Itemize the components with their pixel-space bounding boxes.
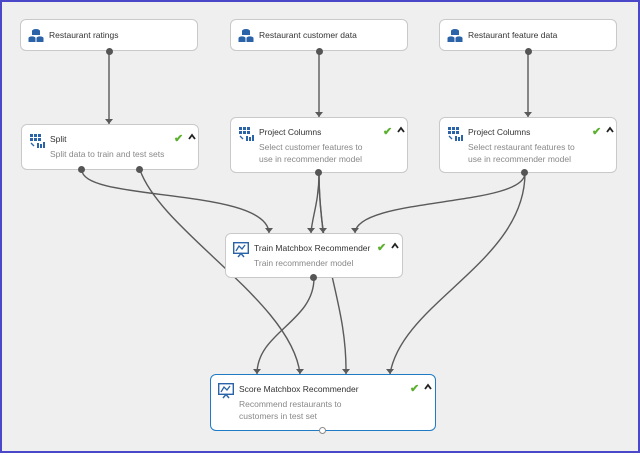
node-title: Restaurant feature data (468, 30, 558, 40)
module-project-columns-customer[interactable]: Project Columns Select customer features… (230, 117, 408, 173)
arrowhead (253, 369, 261, 374)
database-icon (447, 28, 463, 46)
monitor-chart-icon (232, 241, 250, 260)
node-description: Split data to train and test sets (50, 149, 165, 159)
node-title: Project Columns (468, 127, 531, 137)
module-split[interactable]: Split Split data to train and test sets … (21, 124, 199, 170)
chevron-up-icon[interactable] (390, 242, 402, 252)
project-restaurant-output-port[interactable] (521, 169, 528, 176)
arrowhead (524, 112, 532, 117)
arrowhead (105, 119, 113, 124)
description-line: customers in test set (239, 411, 317, 421)
output-port[interactable] (319, 427, 326, 434)
checkmark-icon: ✔ (377, 242, 387, 254)
checkmark-icon: ✔ (410, 383, 420, 395)
wire-project-restaurant-to-score (389, 172, 526, 375)
output-port[interactable] (316, 48, 323, 55)
node-description: Train recommender model (254, 258, 354, 268)
module-train-matchbox-recommender[interactable]: Train Matchbox Recommender Train recomme… (225, 233, 403, 278)
description-line: Select restaurant features to (468, 142, 575, 152)
description-line: use in recommender model (468, 154, 571, 164)
chevron-up-icon[interactable] (605, 126, 617, 136)
chevron-up-icon[interactable] (187, 133, 199, 143)
description-line: Recommend restaurants to (239, 399, 342, 409)
module-project-columns-restaurant[interactable]: Project Columns Select restaurant featur… (439, 117, 617, 173)
chevron-up-icon[interactable] (423, 383, 435, 393)
arrowhead (315, 112, 323, 117)
description-line: Select customer features to (259, 142, 363, 152)
train-output-port[interactable] (310, 274, 317, 281)
node-title: Score Matchbox Recommender (239, 384, 359, 394)
wire-train-to-score (256, 277, 315, 375)
database-icon (238, 28, 254, 46)
grid-module-icon (238, 126, 254, 144)
arrowhead (265, 228, 273, 233)
checkmark-icon: ✔ (383, 126, 393, 138)
node-title: Train Matchbox Recommender (254, 243, 371, 253)
dataset-restaurant-feature-data[interactable]: Restaurant feature data (439, 19, 617, 55)
grid-module-icon (447, 126, 463, 144)
split-output-port-right[interactable] (136, 166, 143, 173)
node-title: Restaurant customer data (259, 30, 357, 40)
arrowhead (307, 228, 315, 233)
checkmark-icon: ✔ (174, 133, 184, 145)
node-description: Select customer features to use in recom… (259, 141, 362, 165)
node-title: Restaurant ratings (49, 30, 119, 40)
monitor-chart-icon (217, 382, 235, 401)
node-description: Recommend restaurants to customers in te… (239, 398, 342, 422)
arrowhead (342, 369, 350, 374)
arrowhead (319, 228, 327, 233)
dataset-restaurant-customer-data[interactable]: Restaurant customer data (230, 19, 408, 55)
chevron-up-icon[interactable] (396, 126, 408, 136)
node-title: Split (50, 134, 67, 144)
wire-project-restaurant-to-train (354, 172, 526, 234)
database-icon (28, 28, 44, 46)
wire-project-customer-to-score (318, 172, 347, 375)
arrowhead (386, 369, 394, 374)
arrowhead (351, 228, 359, 233)
project-customer-output-port[interactable] (315, 169, 322, 176)
arrowhead (296, 369, 304, 374)
node-title: Project Columns (259, 127, 322, 137)
wire-split-to-train (81, 169, 270, 234)
grid-module-icon (29, 133, 45, 151)
node-description: Select restaurant features to use in rec… (468, 141, 575, 165)
dataset-restaurant-ratings[interactable]: Restaurant ratings (20, 19, 198, 55)
checkmark-icon: ✔ (592, 126, 602, 138)
split-output-port-left[interactable] (78, 166, 85, 173)
output-port[interactable] (106, 48, 113, 55)
module-score-matchbox-recommender[interactable]: Score Matchbox Recommender Recommend res… (210, 374, 436, 434)
description-line: use in recommender model (259, 154, 362, 164)
output-port[interactable] (525, 48, 532, 55)
